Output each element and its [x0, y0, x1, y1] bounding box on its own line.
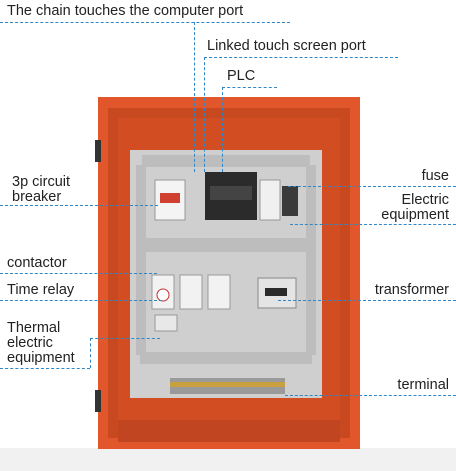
terminal-block-strip: [170, 382, 285, 387]
label-circuit-breaker-line2: breaker: [12, 189, 62, 205]
label-electric-equipment-line2: equipment: [381, 207, 449, 223]
cable-duct-top: [142, 155, 310, 167]
label-transformer: transformer: [374, 282, 449, 298]
label-time-relay: Time relay: [7, 282, 75, 298]
leader-plc: [222, 87, 277, 88]
floor: [0, 448, 456, 471]
label-thermal-line2: electric: [7, 335, 53, 351]
label-thermal-line1: Thermal: [7, 320, 61, 336]
label-thermal: Thermal electric equipment: [7, 321, 75, 366]
leader-time-relay: [0, 300, 162, 301]
label-plc: PLC: [227, 68, 256, 84]
leader-thermal-rise: [90, 338, 91, 368]
label-circuit-breaker: 3p circuit breaker: [12, 175, 70, 205]
thermal-relay: [154, 314, 178, 332]
plc-panel: [210, 186, 252, 200]
cable-duct-right: [306, 165, 316, 355]
door-hinge: [95, 140, 101, 162]
leader-transformer: [278, 300, 456, 301]
fuse-holder: [259, 179, 281, 221]
label-thermal-line3: equipment: [7, 350, 75, 366]
cable-duct-middle: [145, 238, 307, 252]
leader-contactor: [0, 273, 157, 274]
leader-chain-port-drop: [194, 22, 195, 172]
label-chain-port: The chain touches the computer port: [7, 3, 244, 19]
label-touch-port: Linked touch screen port: [207, 38, 366, 54]
contactor-2: [179, 274, 203, 310]
leader-thermal: [0, 368, 90, 369]
label-terminal: terminal: [397, 377, 449, 393]
leader-plc-drop: [222, 87, 223, 172]
door-hinge-lower: [95, 390, 101, 412]
leader-electric-equipment: [290, 224, 456, 225]
leader-fuse: [288, 186, 456, 187]
leader-terminal: [285, 395, 456, 396]
leader-touch-port-drop: [204, 57, 205, 172]
label-electric-equipment: Electric equipment: [381, 193, 449, 223]
cable-duct-left: [136, 165, 146, 355]
transformer-label: [265, 288, 287, 296]
cable-duct-bottom: [140, 352, 312, 364]
circuit-breaker-switch: [160, 193, 180, 203]
leader-thermal-to-device: [90, 338, 160, 339]
fuse-device: [282, 186, 298, 216]
leader-circuit-breaker: [0, 205, 158, 206]
label-contactor: contactor: [7, 255, 67, 271]
time-relay-dial: [156, 288, 170, 302]
leader-chain-port: [0, 22, 290, 23]
contactor-3: [207, 274, 231, 310]
leader-touch-port: [204, 57, 398, 58]
label-circuit-breaker-line1: 3p circuit: [12, 174, 71, 190]
label-electric-equipment-line1: Electric: [401, 192, 449, 208]
label-fuse: fuse: [421, 168, 449, 184]
cabinet-bottom-plate: [118, 420, 340, 442]
